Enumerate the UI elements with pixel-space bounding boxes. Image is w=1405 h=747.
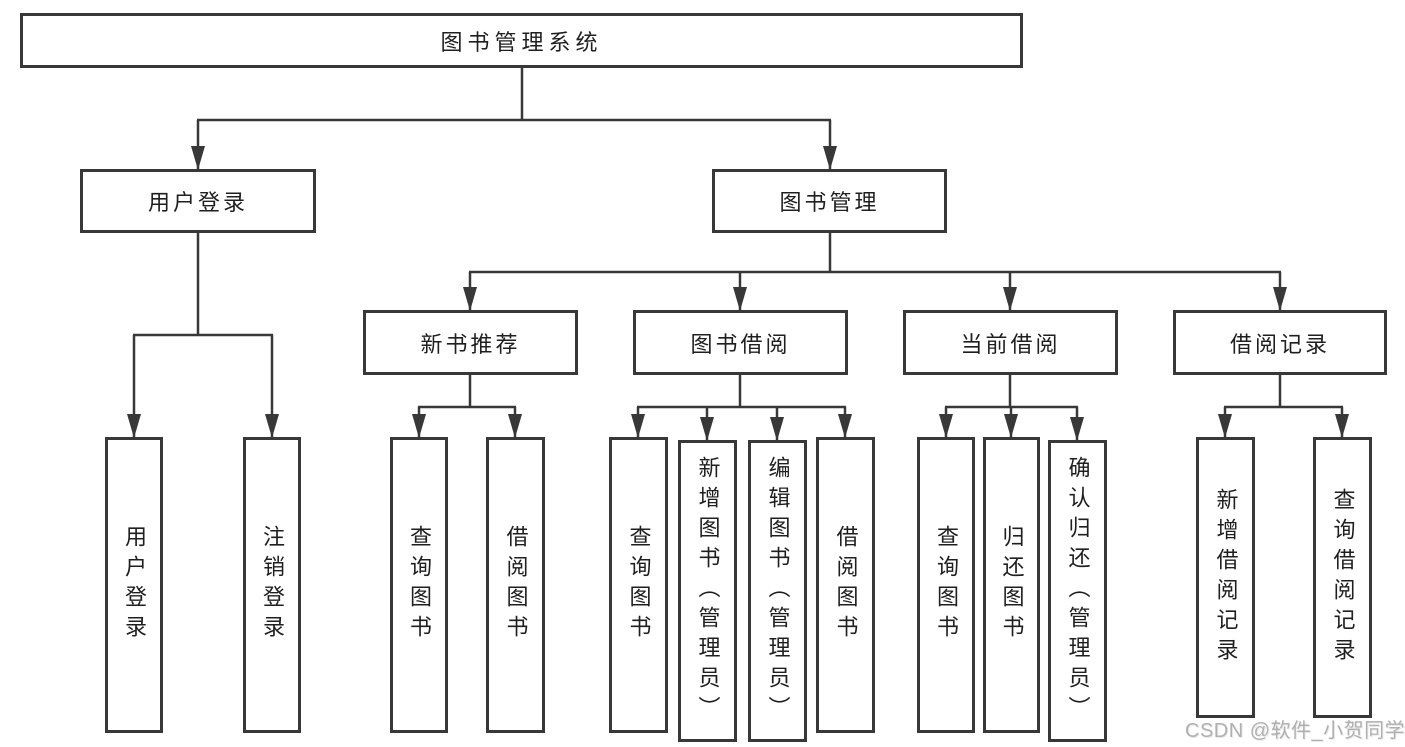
node-new-book-recommend-label: 新书推荐 <box>420 331 521 357</box>
leaf-cb-return-books-label: 归还图书 <box>999 525 1025 645</box>
leaf-bb-query-books: 查询图书 <box>609 437 668 733</box>
csdn-watermark: CSDN @软件_小贺同学 <box>1185 720 1405 742</box>
leaf-nbr-borrow-books-label: 借阅图书 <box>503 525 529 645</box>
leaf-br-query-record-label: 查询借阅记录 <box>1330 487 1356 668</box>
leaf-user-login-label: 用户登录 <box>122 525 147 645</box>
leaf-bb-add-books-admin-label: 新增图书（管理员） <box>695 456 721 726</box>
node-borrowing-records: 借阅记录 <box>1173 310 1387 375</box>
node-book-management-label: 图书管理 <box>779 190 880 215</box>
leaf-br-query-record: 查询借阅记录 <box>1313 437 1372 718</box>
leaf-br-add-record-label: 新增借阅记录 <box>1213 487 1239 668</box>
leaf-bb-borrow-books-label: 借阅图书 <box>833 525 859 645</box>
leaf-bb-edit-books-admin: 编辑图书（管理员） <box>748 440 807 742</box>
leaf-cb-confirm-return-admin-label: 确认归还（管理员） <box>1065 456 1091 726</box>
node-book-borrowing-label: 图书借阅 <box>690 331 791 357</box>
leaf-cb-confirm-return-admin: 确认归还（管理员） <box>1048 440 1107 742</box>
leaf-bb-query-books-label: 查询图书 <box>626 525 652 645</box>
leaf-cb-query-books-label: 查询图书 <box>934 525 959 645</box>
node-user-login: 用户登录 <box>80 169 316 233</box>
leaf-bb-edit-books-admin-label: 编辑图书（管理员） <box>765 456 791 726</box>
node-borrowing-records-label: 借阅记录 <box>1229 331 1330 357</box>
node-new-book-recommend: 新书推荐 <box>363 310 578 375</box>
leaf-logout: 注销登录 <box>243 437 301 733</box>
node-library-system-label: 图书管理系统 <box>440 29 603 55</box>
leaf-bb-add-books-admin: 新增图书（管理员） <box>678 440 737 742</box>
leaf-cb-query-books: 查询图书 <box>917 437 975 733</box>
leaf-bb-borrow-books: 借阅图书 <box>816 437 875 733</box>
node-current-borrowing: 当前借阅 <box>903 310 1118 375</box>
node-current-borrowing-label: 当前借阅 <box>960 331 1061 357</box>
leaf-nbr-borrow-books: 借阅图书 <box>486 437 545 733</box>
leaf-logout-label: 注销登录 <box>260 525 285 645</box>
node-book-management: 图书管理 <box>712 169 947 233</box>
leaf-nbr-query-books: 查询图书 <box>390 437 448 733</box>
node-library-system: 图书管理系统 <box>20 13 1023 68</box>
leaf-nbr-query-books-label: 查询图书 <box>407 525 432 645</box>
leaf-cb-return-books: 归还图书 <box>983 437 1040 733</box>
node-book-borrowing: 图书借阅 <box>633 310 848 375</box>
node-user-login-label: 用户登录 <box>147 190 248 215</box>
leaf-user-login: 用户登录 <box>105 437 163 733</box>
leaf-br-add-record: 新增借阅记录 <box>1196 437 1255 718</box>
